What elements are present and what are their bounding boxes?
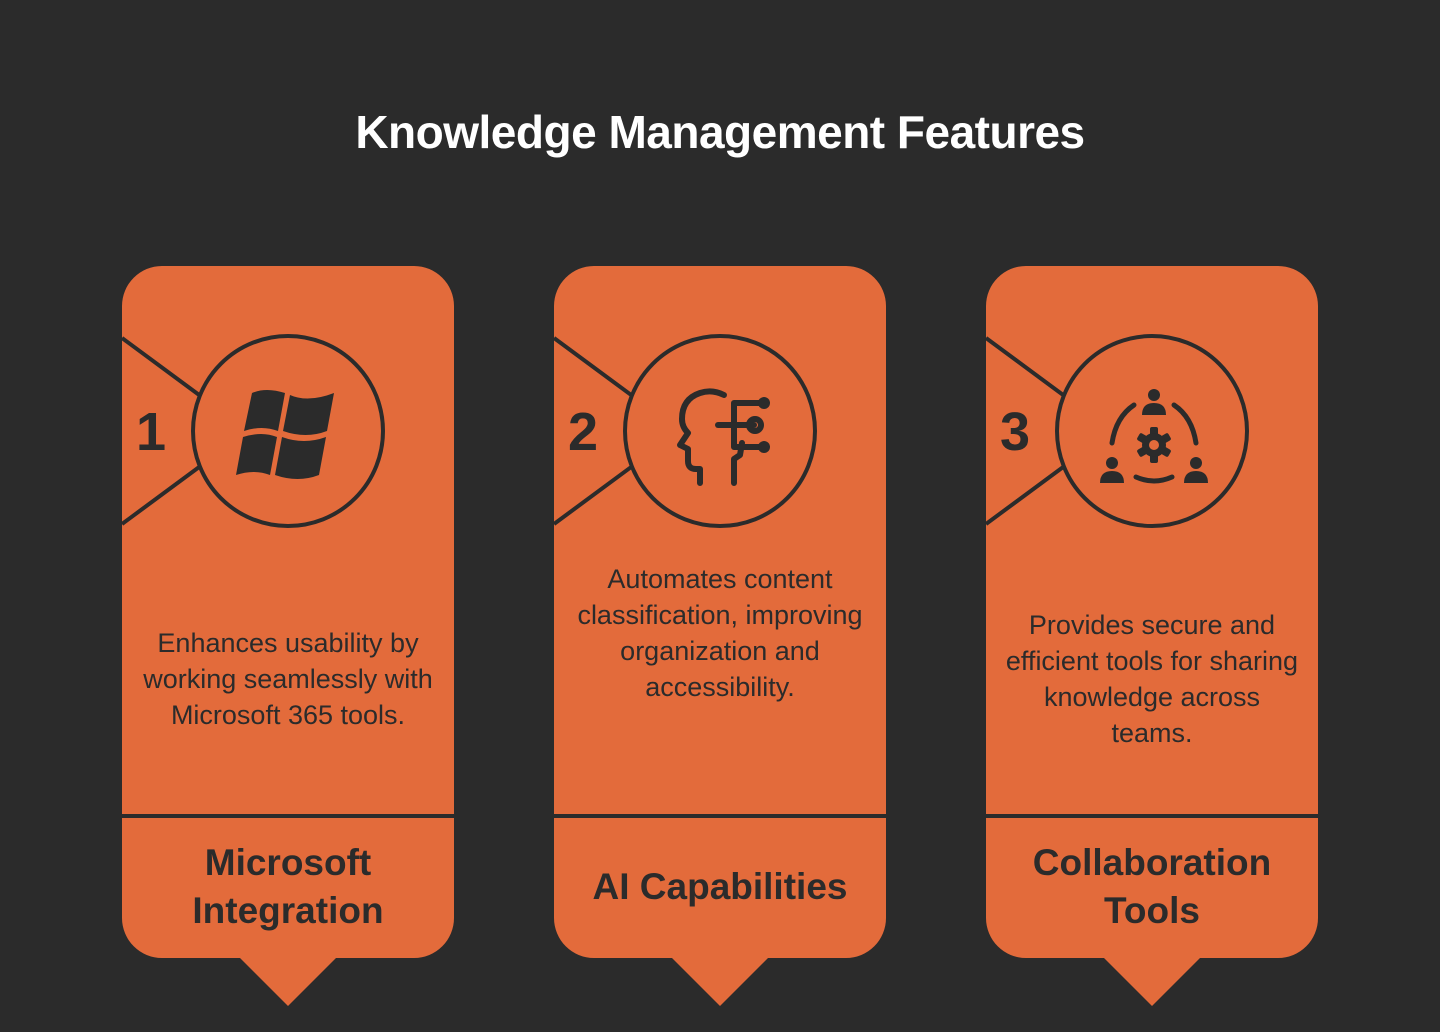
feature-label-text: AI Capabilities	[592, 866, 848, 907]
feature-label: Collaboration Tools	[996, 822, 1308, 952]
card-background	[120, 266, 454, 1006]
team-gear-icon	[1100, 389, 1208, 484]
step-number: 1	[136, 402, 167, 462]
feature-card-ai-capabilities: 2 Automates content classification, impr…	[552, 266, 886, 1006]
card-background	[552, 266, 886, 1006]
page-title: Knowledge Management Features	[355, 106, 1085, 158]
feature-label-text: Collaboration Tools	[1032, 842, 1272, 931]
feature-description-text: Automates content classification, improv…	[577, 564, 863, 702]
windows-logo-icon	[236, 390, 334, 479]
feature-description-text: Provides secure and efficient tools for …	[1005, 610, 1299, 748]
step-number: 2	[568, 402, 599, 462]
feature-label: AI Capabilities	[564, 822, 876, 952]
feature-description: Automates content classification, improv…	[570, 498, 870, 768]
feature-description: Provides secure and efficient tools for …	[1002, 544, 1302, 814]
step-number: 3	[1000, 402, 1031, 462]
feature-card-microsoft-integration: 1 Enhances usability by working seamless…	[120, 266, 454, 1006]
ai-head-icon	[677, 388, 770, 486]
feature-description-text: Enhances usability by working seamlessly…	[143, 628, 433, 730]
feature-label-text: Microsoft Integration	[192, 842, 384, 931]
feature-label: Microsoft Integration	[132, 822, 444, 952]
feature-card-collaboration-tools: 3	[984, 266, 1318, 1006]
feature-description: Enhances usability by working seamlessly…	[138, 544, 438, 814]
